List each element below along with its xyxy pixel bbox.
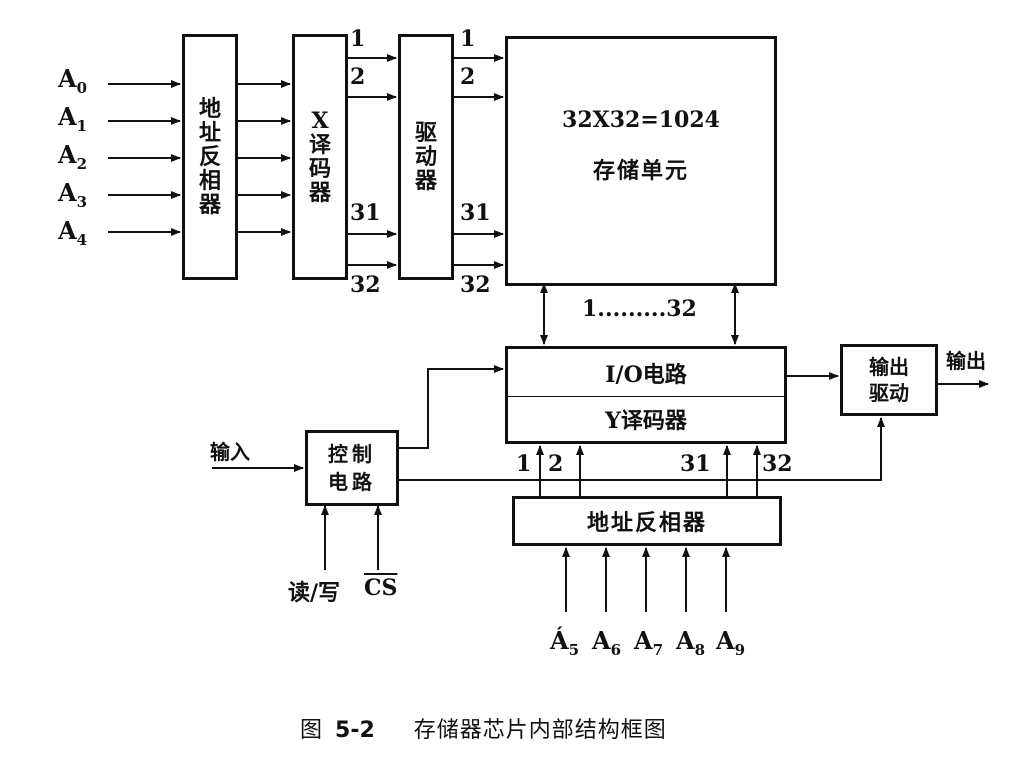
address-inverter-top-char: 址 bbox=[198, 120, 221, 146]
line-number-2: 2 bbox=[350, 64, 366, 90]
line-number-32: 32 bbox=[350, 272, 381, 298]
memory-array: 32X32=1024 存储单元 bbox=[505, 36, 777, 286]
address-inverter-top-char: 地 bbox=[198, 96, 221, 122]
figure-caption: 图 5-2 存储器芯片内部结构框图 bbox=[300, 712, 667, 744]
address-input-a6: A6 bbox=[592, 626, 622, 659]
line-number-1: 1 bbox=[350, 26, 366, 52]
row-driver-char: 驱 bbox=[414, 120, 437, 146]
x-decoder-char: 译 bbox=[308, 132, 331, 158]
line-number-31: 31 bbox=[460, 200, 491, 226]
address-inverter-top-char: 器 bbox=[198, 192, 221, 218]
line-number-32: 32 bbox=[460, 272, 491, 298]
caption-number: 5-2 bbox=[335, 718, 375, 743]
x-decoder-char: 器 bbox=[308, 180, 331, 206]
control-circuit: 控制 电路 bbox=[305, 430, 399, 506]
caption-title: 存储器芯片内部结构框图 bbox=[413, 718, 667, 743]
control-line2: 电路 bbox=[328, 470, 376, 494]
x-decoder-char: X bbox=[311, 108, 329, 134]
y-line-number-32: 32 bbox=[762, 451, 793, 477]
address-inverter-top-char: 相 bbox=[198, 168, 221, 194]
x-decoder: X 译 码 器 bbox=[292, 34, 348, 280]
line-number-1: 1 bbox=[460, 26, 476, 52]
control-line1: 控制 bbox=[328, 442, 376, 466]
row-driver: 驱 动 器 bbox=[398, 34, 454, 280]
io-y-decoder-block: I/O电路 Y译码器 bbox=[505, 346, 787, 444]
caption-prefix: 图 bbox=[300, 718, 323, 743]
row-driver-char: 动 bbox=[414, 144, 437, 170]
address-inverter-top: 地 址 反 相 器 bbox=[182, 34, 238, 280]
y-decoder: Y译码器 bbox=[605, 408, 687, 434]
address-inverter-bottom: 地址反相器 bbox=[512, 496, 782, 546]
address-input-a9: A9 bbox=[716, 626, 746, 659]
memory-array-size: 32X32=1024 bbox=[562, 107, 720, 133]
address-inverter-bottom-label: 地址反相器 bbox=[586, 510, 707, 536]
row-driver-char: 器 bbox=[414, 168, 437, 194]
y-line-number-1: 1 bbox=[516, 451, 532, 477]
address-input-a3: A3 bbox=[58, 178, 88, 211]
input-label: 输入 bbox=[210, 440, 250, 464]
address-input-a0: A0 bbox=[58, 64, 88, 97]
line-number-31: 31 bbox=[350, 200, 381, 226]
output-label: 输出 bbox=[946, 349, 986, 373]
column-range: 1.........32 bbox=[582, 296, 697, 322]
y-line-number-2: 2 bbox=[548, 451, 564, 477]
address-input-a2: A2 bbox=[58, 140, 88, 173]
output-driver-line1: 输出 bbox=[869, 355, 909, 379]
memory-array-label: 存储单元 bbox=[592, 158, 689, 184]
address-input-a1: A1 bbox=[58, 102, 88, 135]
chip-select-label: CS bbox=[364, 575, 398, 601]
y-line-number-31: 31 bbox=[680, 451, 711, 477]
output-driver-line2: 驱动 bbox=[869, 381, 909, 405]
address-input-a7: A7 bbox=[634, 626, 664, 659]
read-write-label: 读/写 bbox=[288, 580, 341, 606]
io-circuit: I/O电路 bbox=[508, 349, 784, 397]
address-input-a4: A4 bbox=[58, 216, 88, 249]
output-driver: 输出 驱动 bbox=[840, 344, 938, 416]
address-input-a8: A8 bbox=[676, 626, 706, 659]
address-input-a5: Á5 bbox=[550, 626, 580, 659]
x-decoder-char: 码 bbox=[308, 156, 331, 182]
line-number-2: 2 bbox=[460, 64, 476, 90]
address-inverter-top-char: 反 bbox=[198, 144, 221, 170]
